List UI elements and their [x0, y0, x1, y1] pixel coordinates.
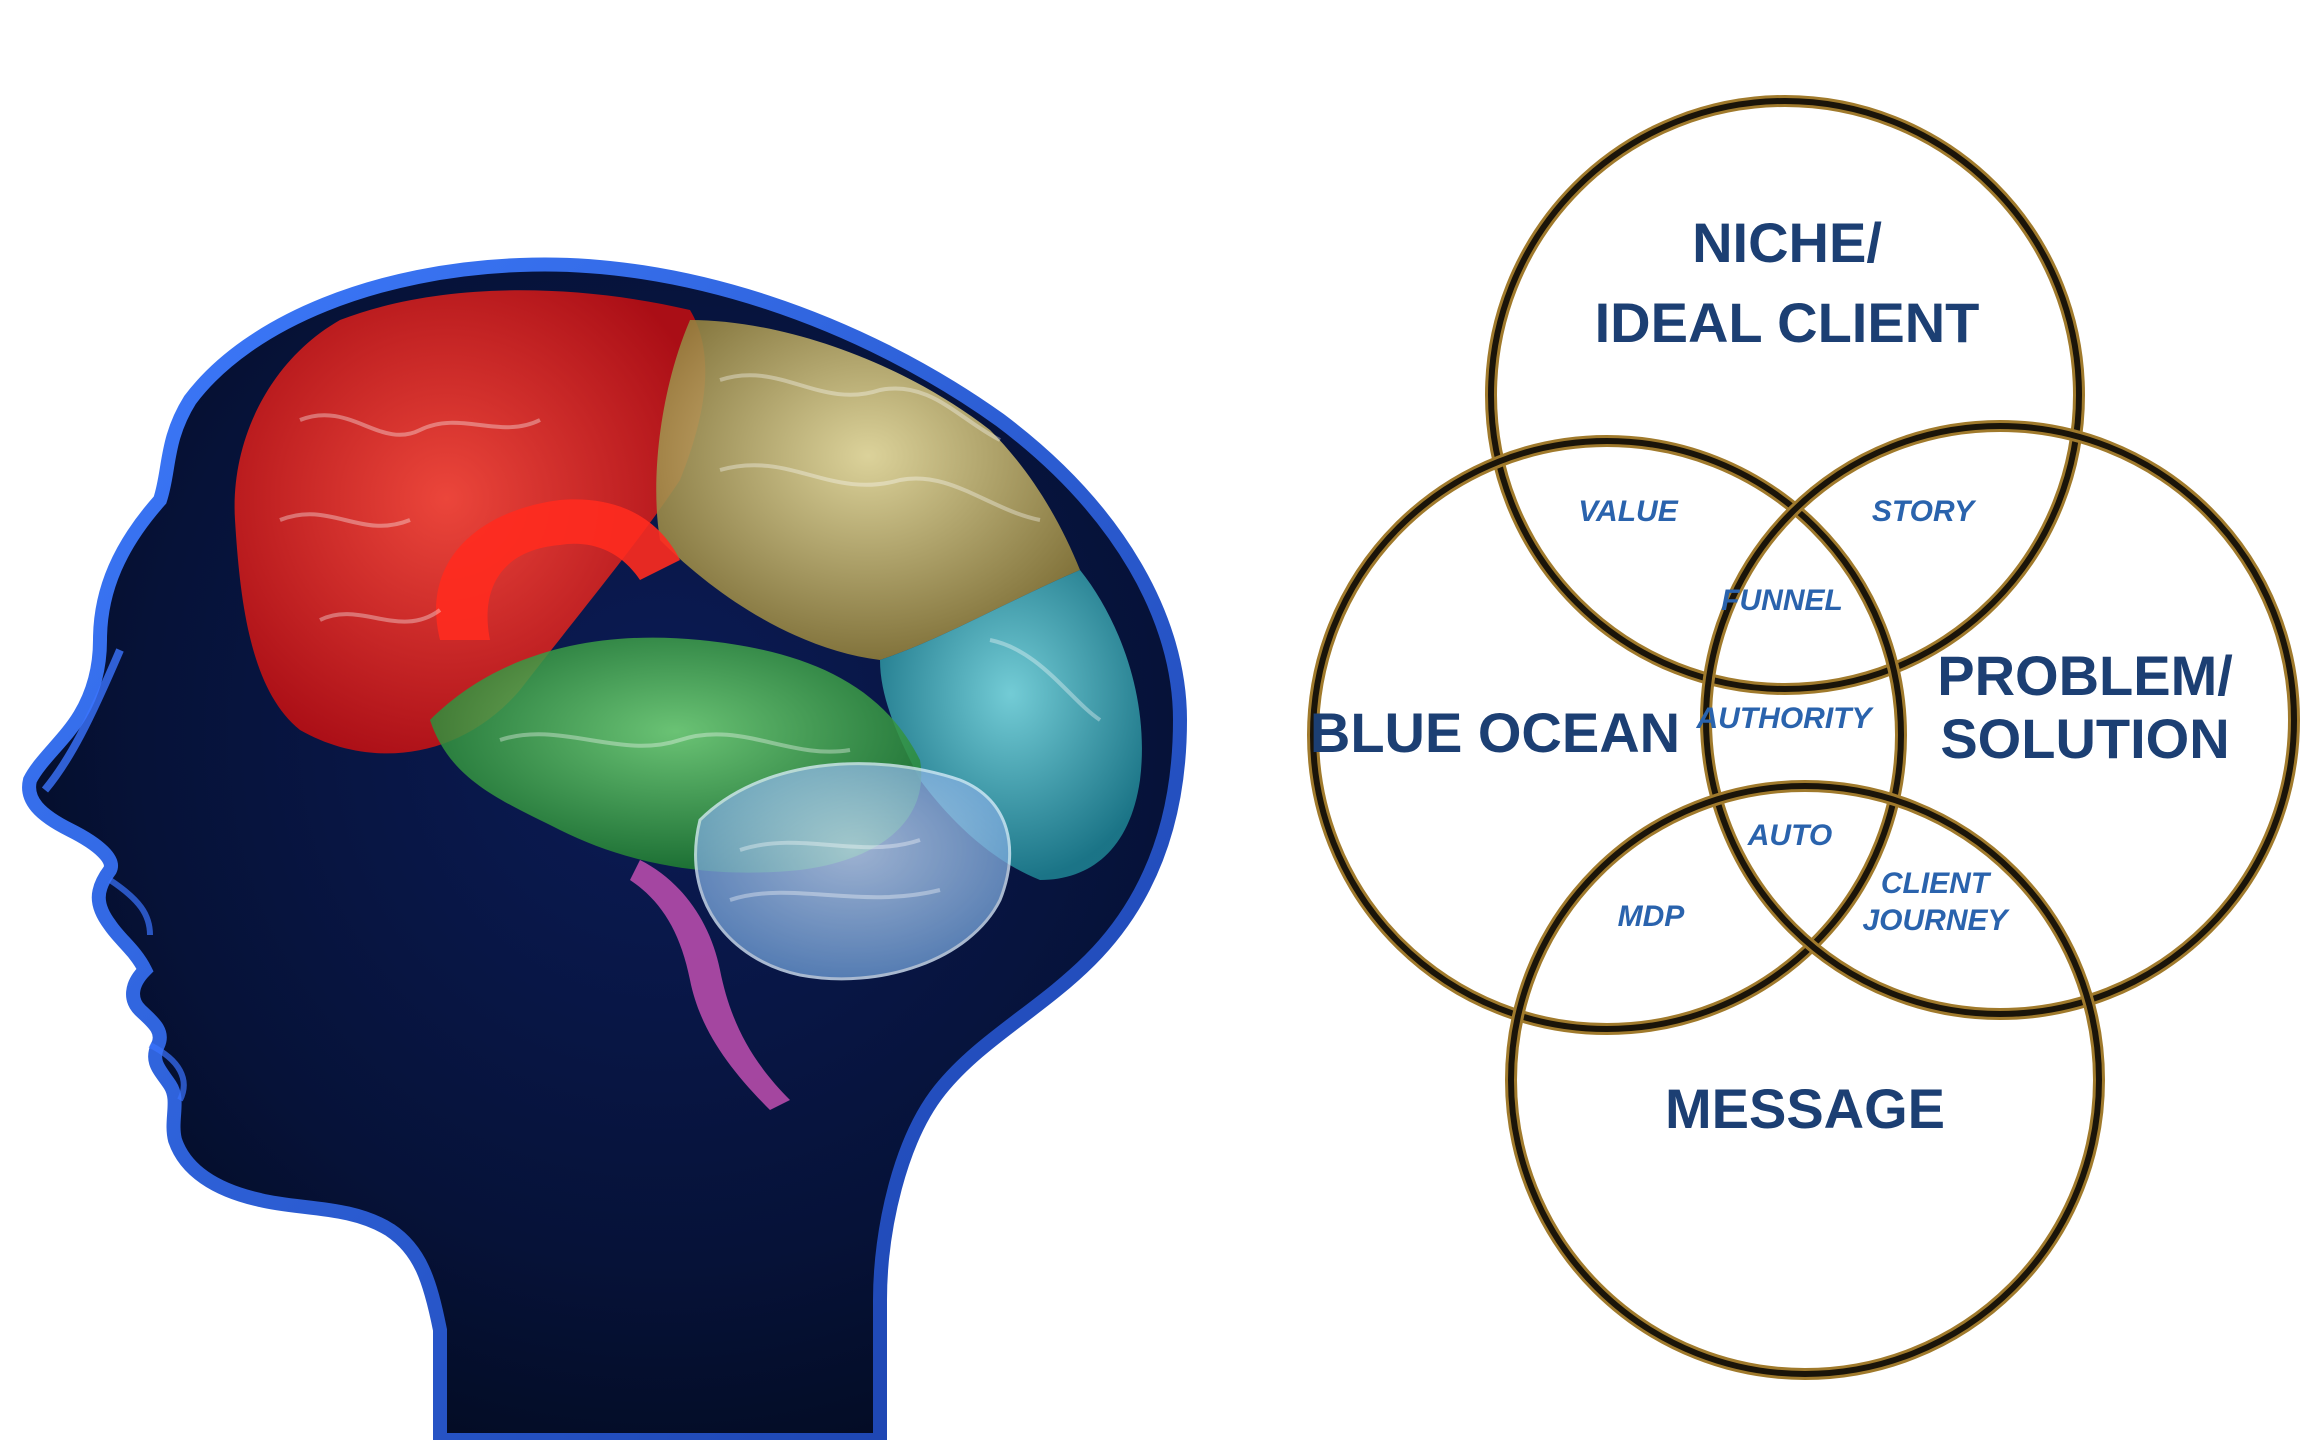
limbic-arc: [436, 499, 680, 640]
label-client-journey-line2: JOURNEY: [1862, 904, 2010, 937]
label-client-journey-line1: CLIENT: [1881, 867, 1992, 900]
cerebellum: [694, 762, 1012, 981]
label-blue-ocean: BLUE OCEAN: [1310, 701, 1680, 764]
label-funnel: FUNNEL: [1721, 584, 1843, 617]
venn-circle-blue-ocean: [1307, 435, 1907, 1035]
label-problem-line1: PROBLEM/: [1937, 644, 2233, 707]
human-head-brain-illustration: [22, 257, 1188, 1440]
label-problem-line2: SOLUTION: [1940, 707, 2229, 770]
venn-circle-message: [1505, 780, 2105, 1380]
label-mdp: MDP: [1618, 900, 1686, 933]
venn-circle-problem: [1700, 420, 2300, 1020]
venn-circle-niche: [1485, 95, 2085, 695]
parietal-lobe: [656, 320, 1080, 660]
label-niche-line2: IDEAL CLIENT: [1595, 291, 1980, 354]
label-authority: AUTHORITY: [1696, 702, 1875, 735]
label-story: STORY: [1872, 495, 1977, 528]
venn-diagram: NICHE/ IDEAL CLIENT BLUE OCEAN PROBLEM/ …: [1307, 95, 2300, 1380]
label-value: VALUE: [1578, 495, 1678, 528]
label-message: MESSAGE: [1665, 1077, 1945, 1140]
label-auto: AUTO: [1747, 819, 1832, 852]
label-niche-line1: NICHE/: [1692, 211, 1882, 274]
frontal-lobe: [234, 290, 706, 754]
brain-stem: [630, 860, 790, 1110]
